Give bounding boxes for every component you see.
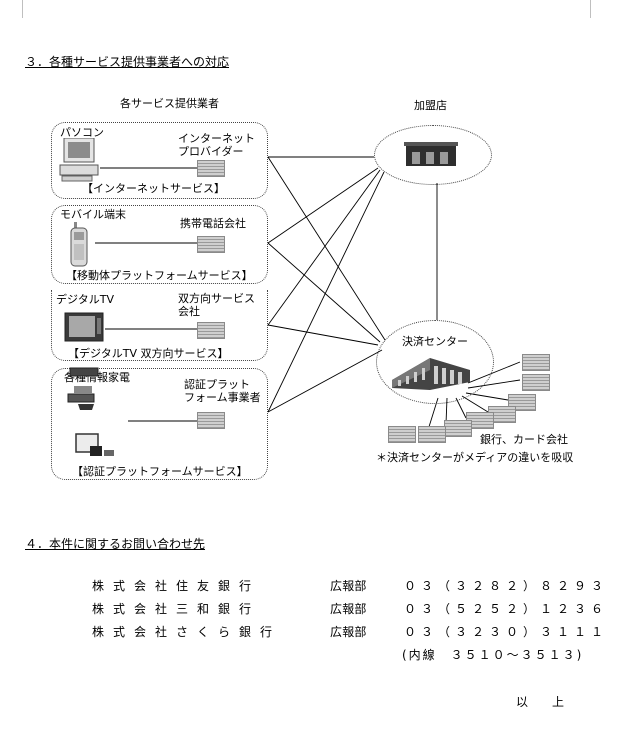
mobile-phone-icon [70,222,88,267]
group-mobile [51,205,268,284]
terminal-icon [75,433,114,456]
group-internet [51,122,268,199]
contact-dept: 広報部 [330,602,367,616]
contact-tel: ０３（５２５２）１２３６ [404,602,609,616]
contact-list: 株式会社住友銀行 広報部 ０３（３２８２）８２９３ 株式会社三和銀行 広報部 ０… [92,577,603,669]
store-building-icon [404,142,458,166]
pc-icon [59,138,99,182]
banks-label: 銀行、カード会社 [480,433,568,446]
interactive-server-icon [197,322,225,339]
section3-heading: ３．各種サービス提供事業者への対応 [25,55,230,69]
provider-label-interactive: 双方向サービス 会社 [178,292,255,318]
merchant-ellipse [374,125,492,185]
contact-row: 株式会社さくら銀行 広報部 ０３（３２３０）３１１１ [92,623,603,646]
provider-label-isp: インターネット プロバイダー [178,132,255,158]
service-label-auth: 【認証プラットフォームサービス】 [72,465,248,478]
carrier-server-icon [197,236,225,253]
contact-tel: ０３（３２３０）３１１１ [404,625,609,639]
contact-dept: 広報部 [330,579,367,593]
bank-server-icon [388,426,416,443]
device-label-tv: デジタルTV [56,293,115,306]
appliance-icon [67,367,99,410]
group-digital-tv [51,290,268,361]
tv-icon [64,312,104,342]
settlement-center-label: 決済センター [402,335,468,348]
provider-label-carrier: 携帯電話会社 [180,217,246,230]
bank-server-icon [418,426,446,443]
provider-label-auth-text: 認証プラット フォーム事業者 [184,378,261,404]
contact-bank: 株式会社三和銀行 [92,602,261,616]
contact-row: 株式会社住友銀行 広報部 ０３（３２８２）８２９３ [92,577,603,600]
auth-server-icon [197,412,225,429]
providers-title: 各サービス提供業者 [120,97,219,110]
group-auth [51,368,268,480]
contact-bank: 株式会社住友銀行 [92,579,261,593]
provider-label-auth: 認証プラット フォーム事業者 [184,378,261,404]
section4-heading: ４．本件に関するお問い合わせ先 [25,537,206,551]
settlement-note: ＊決済センターがメディアの違いを吸収 [376,451,574,464]
isp-server-icon [197,160,225,177]
bank-server-icon [522,354,550,371]
closing-mark: 以 上 [516,695,565,709]
service-label-tv: 【デジタルTV 双方向サービス】 [68,347,229,360]
provider-label-isp-text: インターネット プロバイダー [178,132,255,158]
bank-server-icon [522,374,550,391]
device-label-pc: パソコン [60,126,104,139]
settlement-building-icon [392,358,470,390]
bank-server-icon [466,412,494,429]
contact-bank: 株式会社さくら銀行 [92,625,282,639]
contact-tel: ０３（３２８２）８２９３ [404,579,609,593]
corner-mark-left [22,0,23,18]
corner-mark-right [590,0,591,18]
provider-label-interactive-text: 双方向サービス 会社 [178,292,255,318]
device-label-mobile: モバイル端末 [60,208,126,221]
contact-extension-row: (内線 ３５１０～３５１３) [92,646,582,669]
contact-extension: (内線 ３５１０～３５１３) [402,648,584,662]
service-label-internet: 【インターネットサービス】 [82,182,225,195]
settlement-ellipse [376,320,494,404]
bank-server-icon [444,420,472,437]
merchant-title: 加盟店 [414,99,447,112]
contact-row: 株式会社三和銀行 広報部 ０３（５２５２）１２３６ [92,600,603,623]
contact-dept: 広報部 [330,625,367,639]
service-label-mobile: 【移動体プラットフォームサービス】 [66,269,253,282]
